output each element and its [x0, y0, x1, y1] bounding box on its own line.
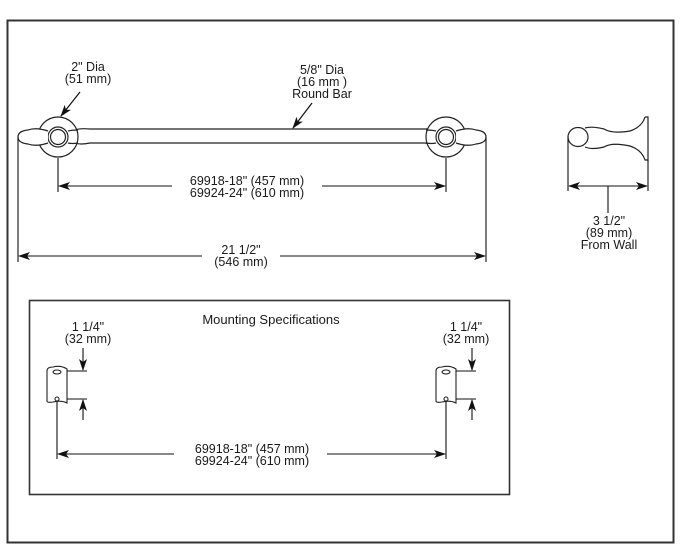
mounting-center-24-inch: 69924-24" (610 mm) — [194, 454, 310, 468]
bar-diameter-inch: 5/8" Dia — [299, 63, 345, 77]
mounting-center-label: 69918-18" (457 mm) 69924-24" (610 mm) — [180, 442, 324, 468]
outer-frame — [6, 19, 675, 544]
projection-mm: (89 mm) — [585, 226, 633, 240]
left-bracket-top-hole — [52, 369, 62, 375]
left-post — [49, 128, 67, 146]
projection-label: 3 1/2" (89 mm) From Wall — [570, 214, 648, 252]
front-center-label: 69918-18" (457 mm) 69924-24" (610 mm) — [176, 174, 318, 200]
projection-inch: 3 1/2" — [592, 214, 626, 228]
left-mounting-bracket — [46, 365, 68, 404]
right-mounting-bracket — [435, 365, 457, 404]
mounting-specifications-title: Mounting Specifications — [186, 312, 356, 327]
overall-length-label: 21 1/2" (546 mm) — [204, 243, 278, 269]
round-bar — [74, 128, 441, 131]
bar-leader-arrow — [292, 102, 313, 129]
mounting-specifications-box — [28, 299, 511, 496]
left-hole-spacing-label: 1 1/4" (32 mm) — [58, 320, 118, 346]
center-24-inch: 69924-24" (610 mm) — [189, 186, 305, 200]
towel-bar-front-view — [17, 116, 487, 158]
right-post — [437, 128, 455, 146]
front-center-dimension — [57, 158, 447, 192]
side-finial — [567, 126, 589, 148]
right-hole-spacing-label: 1 1/4" (32 mm) — [436, 320, 496, 346]
overall-length-dimension — [17, 137, 487, 262]
flange-diameter-inch: 2" Dia — [71, 60, 105, 74]
mounting-title-text: Mounting Specifications — [202, 312, 340, 327]
right-hole-spacing-dimension — [456, 348, 476, 420]
flange-diameter-label: 2" Dia (51 mm) — [52, 60, 124, 86]
round-bar-bottom — [74, 142, 441, 145]
overall-length-inch: 21 1/2" — [221, 243, 261, 257]
left-finial — [17, 128, 49, 146]
mounting-center-18-inch: 69918-18" (457 mm) — [194, 442, 310, 456]
side-flange — [584, 116, 649, 161]
right-spacing-mm: (32 mm) — [442, 332, 490, 346]
bar-diameter-label: 5/8" Dia (16 mm ) Round Bar — [277, 63, 367, 101]
flange-leader-arrow — [60, 91, 81, 117]
right-finial — [455, 128, 487, 146]
left-spacing-mm: (32 mm) — [64, 332, 112, 346]
flange-diameter-mm: (51 mm) — [64, 72, 112, 86]
projection-note: From Wall — [580, 238, 638, 252]
mounting-center-dimension — [56, 401, 447, 459]
center-18-inch: 69918-18" (457 mm) — [189, 174, 305, 188]
bar-diameter-mm: (16 mm ) — [297, 75, 347, 89]
right-bracket-top-hole — [441, 369, 451, 375]
left-spacing-inch: 1 1/4" — [71, 320, 105, 334]
right-spacing-inch: 1 1/4" — [449, 320, 483, 334]
projection-dimension — [567, 137, 649, 213]
left-hole-spacing-dimension — [67, 348, 87, 420]
towel-bar-side-view — [567, 116, 649, 161]
bar-type: Round Bar — [292, 87, 352, 101]
overall-length-mm: (546 mm) — [214, 255, 268, 269]
